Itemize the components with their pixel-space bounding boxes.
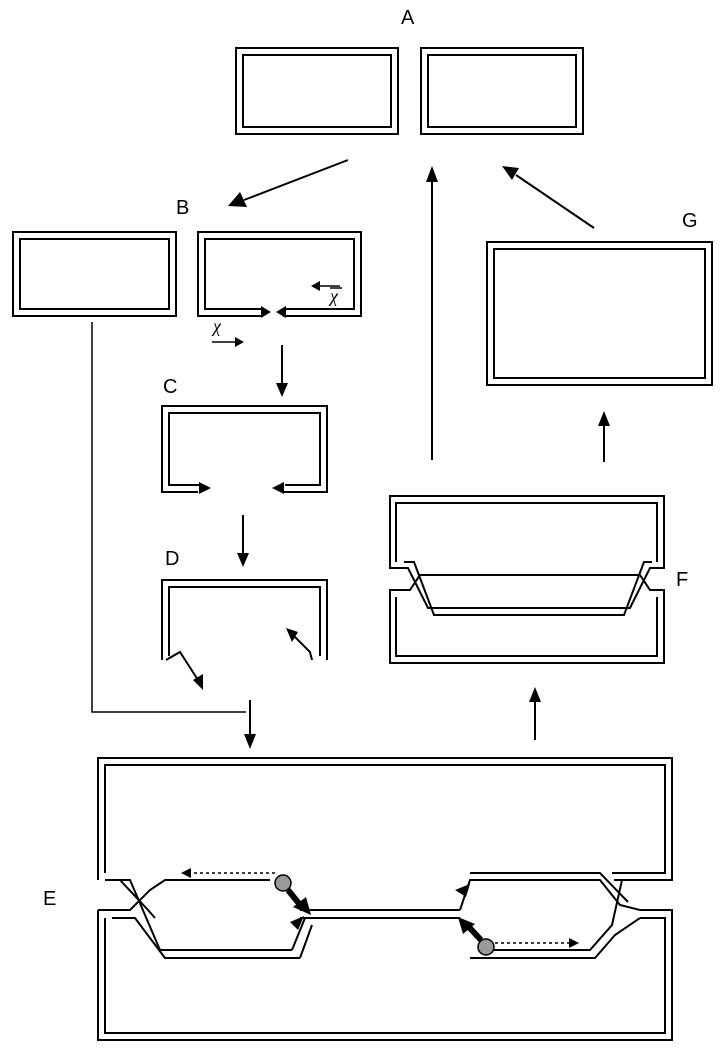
stage-f-junction-lower [396,574,658,591]
stage-g-duplex-outer [486,241,713,386]
stage-f: F [389,495,688,664]
recbcd-enzyme-left [274,874,292,892]
stage-f-bottom-outer [389,589,665,664]
stage-f-junction-inner [404,561,652,616]
label-c: C [163,376,177,398]
stage-b-nick-left-arrow [261,306,271,318]
stage-e-left-junction-strand-a [105,879,292,951]
stage-e-top-outer [97,757,673,881]
label-d: D [165,548,179,570]
label-f: F [676,569,688,591]
label-b: B [176,197,189,219]
stage-d: D [161,548,328,690]
stage-b-duplex-left-outer [12,231,177,317]
arrow-c-to-d [237,515,249,567]
stage-c-duplex-inner [168,412,321,486]
stage-e-right-junction-strand-b [470,872,629,903]
label-a: A [401,7,415,29]
stage-e-left-junction-strand-b [98,879,270,911]
stage-d-ssdna-right [291,633,313,661]
stage-a-duplex-right-outer [420,47,584,135]
label-g: G [682,210,698,232]
stage-g-duplex-inner [493,248,706,379]
stage-a: A [235,7,584,135]
stage-b-duplex-right-outer [197,231,362,317]
stage-e-top-inner [104,764,666,874]
stage-b-duplex-left-inner [19,238,170,310]
stage-e-right-junction-strand-a [459,879,641,911]
arrow-f-to-g [598,411,610,462]
stage-g: G [486,210,713,386]
stage-e-bottom-inner [104,917,666,1034]
label-e: E [43,888,56,910]
arrow-g-to-a [502,166,595,229]
arrow-a-to-b [228,159,349,207]
stage-f-top-inner [395,502,658,562]
arrow-e-to-f [529,687,541,740]
arrow-f-to-a [426,166,438,460]
stage-a-duplex-left-inner [242,54,392,128]
stage-d-duplex-outer [161,579,328,660]
arrow-b-to-c [276,345,288,397]
stage-c-duplex-outer [161,405,328,493]
stage-a-duplex-left-outer [235,47,399,135]
stage-e-bottom-outer [97,909,673,1041]
stage-f-bottom-inner [395,597,658,657]
chi-label-bottom: χ [211,316,222,336]
stage-d-ssdna-left [165,650,199,681]
stage-e-left-cross [119,879,156,919]
arrow-d-to-e [244,700,256,749]
stage-f-junction-upper [396,567,658,609]
stage-e-strand-invasion-arrow-right [455,884,470,897]
chi-label-top: χ [328,286,339,306]
recbcd-enzyme-right [477,938,495,956]
connector-b-to-e [91,322,246,713]
stage-a-duplex-right-inner [427,54,577,128]
stage-e-left-junction-strand-c [112,917,300,959]
stage-e-strand-invasion-arrow-left [290,916,304,930]
stage-b-duplex-right-inner [204,238,355,310]
stage-c: C [161,376,328,494]
stage-e: E [43,757,673,1041]
stage-b-nick-right-arrow [276,306,286,318]
stage-f-top-outer [389,495,665,569]
stage-e-right-cross [480,879,623,951]
stage-b: B χ χ [12,197,362,347]
stage-d-duplex-inner [168,586,321,656]
stage-e-right-junction-strand-c [470,917,641,959]
